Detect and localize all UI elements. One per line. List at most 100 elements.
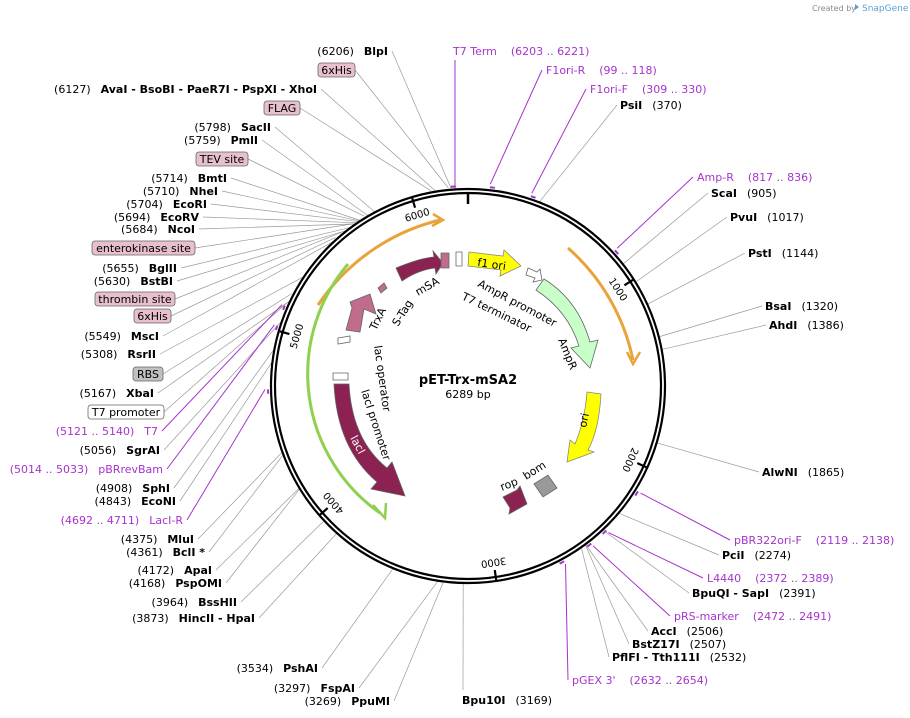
leader-line — [580, 547, 610, 658]
feature-trxa — [345, 293, 377, 333]
leader-line — [166, 324, 275, 470]
leader-line — [320, 88, 437, 192]
leader-line — [602, 529, 690, 594]
primer-label: Amp-R(817 .. 836) — [697, 171, 812, 184]
leader-line — [208, 454, 284, 553]
leader-line — [656, 442, 760, 473]
enzyme-label: BstZ17I(2507) — [632, 638, 726, 651]
primer-label: T7 Term(6203 .. 6221) — [452, 45, 589, 58]
leader-line — [163, 320, 283, 451]
primer-mark — [275, 325, 279, 331]
feature-f1-ori — [467, 249, 522, 277]
leader-line — [358, 580, 439, 689]
tick-label: 2000 — [619, 446, 640, 474]
feature-box-label: T7 promoter — [91, 406, 161, 419]
leader-line — [258, 532, 338, 619]
enzyme-label: (5759)PmlI — [184, 134, 258, 147]
leader-line — [225, 488, 301, 584]
arc-orange-top-arrow — [431, 212, 446, 228]
enzyme-label: BsaI(1320) — [765, 300, 838, 313]
tick-mark — [319, 507, 329, 516]
leader-line — [299, 107, 431, 191]
leader-line — [647, 252, 746, 305]
enzyme-label: (3534)PshAI — [237, 662, 318, 675]
feature-stag — [377, 282, 388, 294]
plasmid-name: pET-Trx-mSA2 — [419, 373, 517, 388]
leader-line — [179, 361, 273, 502]
enzyme-label: AccI(2506) — [651, 625, 723, 638]
primer-label: pGEX 3'(2632 .. 2654) — [572, 674, 708, 687]
enzyme-label: PciI(2274) — [722, 549, 791, 562]
primer-mark — [530, 195, 536, 199]
enzyme-label: (5308)RsrII — [81, 348, 156, 361]
enzyme-label: PvuI(1017) — [730, 211, 804, 224]
primer-label: pRS-marker(2472 .. 2491) — [674, 610, 831, 623]
leader-line — [170, 237, 336, 317]
leader-line — [538, 104, 618, 203]
feature-bom — [533, 474, 558, 498]
leader-line — [159, 275, 305, 355]
feature-6xhis-small — [440, 252, 450, 269]
leader-line — [391, 50, 453, 190]
feature-box-label: TEV site — [199, 153, 245, 166]
enzyme-label: (5714)BmtI — [151, 172, 227, 185]
label-ori: ori — [576, 412, 592, 429]
leader-line — [531, 88, 587, 194]
enzyme-label: (6206)BlpI — [317, 45, 388, 58]
enzyme-label: (5630)BstBI — [94, 275, 173, 288]
tick-mark — [279, 330, 290, 336]
enzyme-label: (3269)PpuMI — [305, 695, 390, 708]
leader-lines — [157, 50, 767, 702]
leader-line — [274, 126, 376, 213]
leader-line — [162, 293, 292, 375]
label-rop: rop — [498, 475, 520, 494]
leader-line — [162, 240, 336, 337]
leader-line — [661, 324, 767, 350]
plasmid-size: 6289 bp — [445, 388, 490, 401]
snapgene-logo-icon — [855, 4, 859, 10]
enzyme-label: (5694)EcoRV — [114, 211, 200, 224]
leader-line — [635, 216, 728, 283]
leader-line — [608, 532, 704, 579]
primer-mark — [489, 186, 496, 189]
label-msa: mSA — [413, 274, 442, 298]
leader-line — [616, 176, 694, 249]
enzyme-label: (6127)AvaI - BsoBI - PaeR7I - PspXI - Xh… — [54, 83, 317, 96]
leader-line — [354, 69, 449, 189]
credit-brand: SnapGene — [862, 4, 909, 14]
feature-lac-operator — [337, 335, 351, 345]
tick-label: 5000 — [289, 323, 307, 351]
enzyme-label: AhdI(1386) — [769, 319, 844, 332]
feature-msa — [395, 249, 444, 282]
feature-box-label: enterokinase site — [96, 242, 191, 255]
primer-mark — [282, 305, 286, 311]
primer-mark — [559, 560, 565, 565]
site-labels: PsiI(370)ScaI(905)PvuI(1017)PstI(1144)Bs… — [10, 45, 895, 708]
leader-line — [565, 564, 569, 681]
feature-rop — [502, 485, 528, 515]
leader-line — [584, 544, 630, 645]
leader-line — [202, 216, 358, 224]
feature-box — [317, 62, 356, 78]
leader-line — [393, 581, 444, 702]
feature-laci — [333, 383, 406, 497]
tick-mark — [623, 279, 634, 287]
primer-label: (5014 .. 5033)pBRrevBam — [10, 463, 163, 476]
enzyme-label: (5655)BglII — [102, 262, 177, 275]
enzyme-label: PstI(1144) — [748, 247, 818, 260]
feature-box — [91, 240, 196, 256]
enzyme-label: (3297)FspAI — [274, 682, 355, 695]
leader-line — [585, 544, 649, 632]
primer-label: (4692 .. 4711)LacI-R — [61, 514, 184, 527]
feature-t7-terminator-small — [455, 251, 463, 267]
feature-ampr-promoter — [525, 267, 543, 283]
tick-mark — [636, 462, 647, 469]
primer-mark — [602, 529, 608, 535]
enzyme-label: AlwNI(1865) — [762, 466, 844, 479]
leader-line — [215, 487, 300, 571]
plasmid-backbone — [269, 187, 667, 585]
leader-line — [261, 139, 369, 217]
arc-orange-right-arrow — [625, 351, 642, 367]
leader-line — [321, 568, 394, 669]
